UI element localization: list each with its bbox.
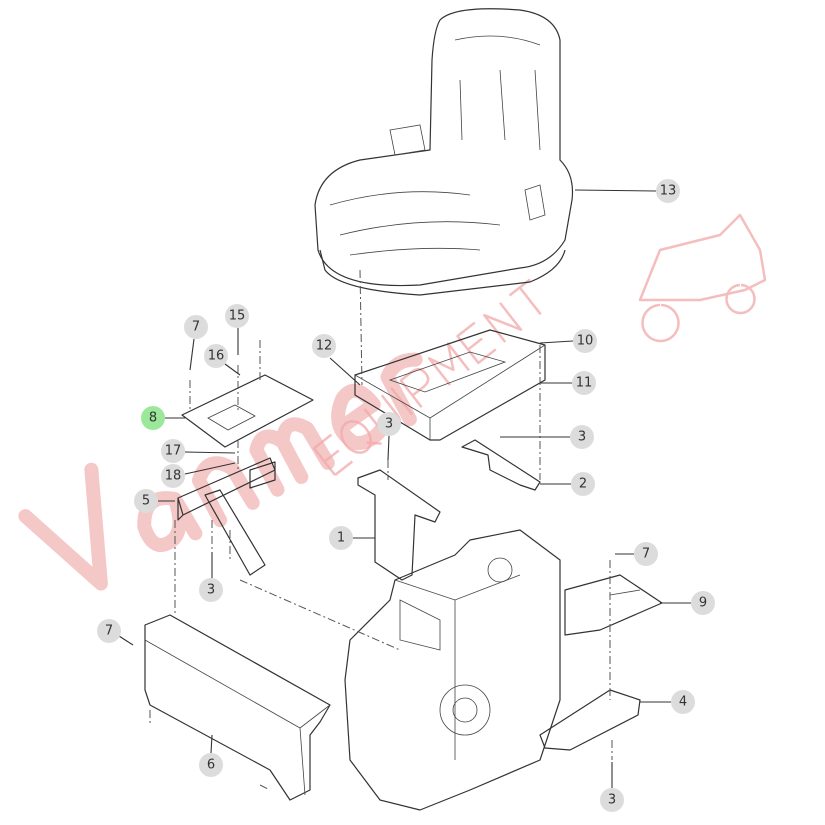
callout-label: 18 bbox=[165, 469, 182, 484]
callout-7-top[interactable]: 7 bbox=[184, 315, 208, 339]
callout-label: 13 bbox=[660, 184, 677, 199]
watermark bbox=[18, 213, 767, 591]
callout-label: 1 bbox=[337, 531, 345, 546]
callout-label: 5 bbox=[142, 494, 150, 509]
callout-3-bottom[interactable]: 3 bbox=[600, 788, 624, 812]
callout-12[interactable]: 12 bbox=[312, 334, 336, 358]
callout-17[interactable]: 17 bbox=[161, 439, 185, 463]
callout-label: 3 bbox=[385, 417, 393, 432]
callout-label: 9 bbox=[699, 596, 707, 611]
callout-4[interactable]: 4 bbox=[671, 690, 695, 714]
transmission-housing bbox=[344, 529, 561, 811]
leader-lines bbox=[118, 189, 691, 788]
seat bbox=[314, 8, 574, 296]
callout-18[interactable]: 18 bbox=[161, 464, 185, 488]
assembly-lines bbox=[149, 269, 613, 791]
floor-plate bbox=[181, 374, 314, 448]
callout-15[interactable]: 15 bbox=[225, 304, 249, 328]
watermark-block bbox=[312, 278, 542, 476]
callout-3-left[interactable]: 3 bbox=[199, 578, 223, 602]
callout-7-left[interactable]: 7 bbox=[97, 619, 121, 643]
callout-10[interactable]: 10 bbox=[573, 329, 597, 353]
callout-8-highlighted[interactable]: 8 bbox=[141, 406, 165, 430]
callout-label: 3 bbox=[207, 583, 215, 598]
callout-label: 7 bbox=[192, 320, 200, 335]
lower-right-bracket bbox=[539, 689, 641, 751]
callout-16[interactable]: 16 bbox=[204, 344, 228, 368]
callout-2[interactable]: 2 bbox=[571, 472, 595, 496]
callout-13[interactable]: 13 bbox=[656, 179, 680, 203]
callout-label: 10 bbox=[577, 334, 594, 349]
callout-label: 16 bbox=[208, 349, 225, 364]
callout-label: 8 bbox=[149, 411, 157, 426]
callout-label: 7 bbox=[642, 547, 650, 562]
rear-bracket bbox=[461, 439, 541, 491]
front-cover bbox=[144, 614, 331, 801]
callout-label: 6 bbox=[207, 758, 215, 773]
callout-9[interactable]: 9 bbox=[691, 591, 715, 615]
callout-3-right[interactable]: 3 bbox=[570, 425, 594, 449]
side-bracket bbox=[177, 457, 276, 576]
callout-label: 17 bbox=[165, 444, 182, 459]
callout-11[interactable]: 11 bbox=[572, 371, 596, 395]
callout-label: 3 bbox=[578, 430, 586, 445]
watermark-script bbox=[18, 352, 423, 591]
callout-5[interactable]: 5 bbox=[134, 489, 158, 513]
callout-label: 12 bbox=[316, 339, 333, 354]
callout-label: 4 bbox=[679, 695, 687, 710]
callout-label: 2 bbox=[579, 477, 587, 492]
callout-label: 11 bbox=[576, 376, 593, 391]
callout-label: 7 bbox=[105, 624, 113, 639]
callout-1[interactable]: 1 bbox=[329, 526, 353, 550]
callout-7-right[interactable]: 7 bbox=[634, 542, 658, 566]
callout-3-top[interactable]: 3 bbox=[377, 412, 401, 436]
support-bracket bbox=[357, 469, 441, 581]
tractor-logo-icon bbox=[638, 213, 767, 343]
callout-6[interactable]: 6 bbox=[199, 753, 223, 777]
callout-label: 15 bbox=[229, 309, 246, 324]
callout-label: 3 bbox=[608, 793, 616, 808]
seat-mount-plate bbox=[354, 329, 546, 441]
right-plate bbox=[564, 574, 663, 636]
